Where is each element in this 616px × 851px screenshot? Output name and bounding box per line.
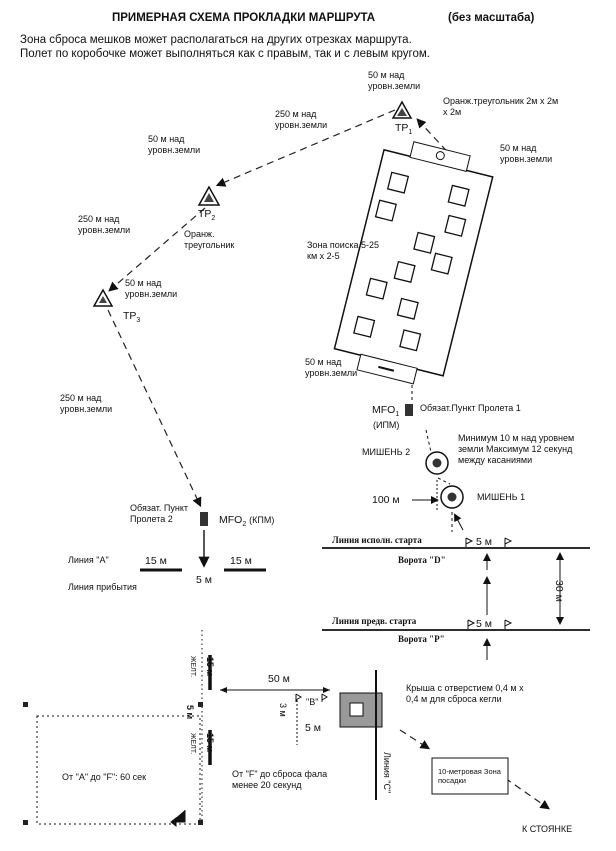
box-pattern [36,715,201,825]
gate-b-label: "B" [306,697,319,707]
line-a-right: 15 м [230,555,252,567]
mfo1-label: MFO1 [372,404,400,419]
leg-1-alt: 250 м над уровн.земли [275,109,328,130]
tp1-triangle-icon [391,100,413,119]
search-zone-label: Зона поиска 5-25 км х 2-5 [307,240,379,261]
line-c-label: Линия "С" [382,752,392,794]
scale-note: (без масштаба) [448,12,535,24]
search-zone-polygon [333,141,494,385]
page-title: ПРИМЕРНАЯ СХЕМА ПРОКЛАДКИ МАРШРУТА [112,12,376,24]
leg-zone-tp1 [416,118,456,161]
intro-line-2: Полет по коробочке может выполняться как… [20,48,430,60]
intro-line-1: Зона сброса мешков может располагаться н… [20,34,412,46]
tp3-alt: 50 м над уровн.земли [125,278,178,299]
yellow-marker-a: ЖЕЛТ. [189,656,196,678]
target2-label: МИШЕНЬ 2 [362,447,411,457]
time-f: От "F" до сброса фала менее 20 секунд [232,769,328,790]
dist-50: 50 м [268,673,290,685]
line-a-left: 15 м [145,555,167,567]
gate-p-label: Ворота "P" [398,634,445,644]
targets-distance: 100 м [372,494,400,506]
gate-p-gap: 5 м [476,618,492,630]
target2-icon [425,451,449,475]
roof-label: Крыша с отверстием 0,4 м х 0,4 м для сбр… [406,683,524,704]
pre-start-label: Линия предв. старта [332,616,417,626]
tp2-triangle-icon [197,185,221,206]
tp2-alt: 50 м над уровн.земли [148,134,201,155]
gate-d-gap: 5 м [476,536,492,548]
tp1-alt: 50 м над уровн.земли [368,70,421,91]
exec-start-label: Линия исполн. старта [332,535,422,545]
zone-alt-top: 50 м над уровн.земли [500,143,553,164]
landing-zone-10m [431,757,509,795]
leg-3-alt: 250 м над уровн.земли [60,393,113,414]
yellow-marker-b: ЖЕЛТ. [189,733,196,755]
mfo1-marker [405,404,413,416]
tp2-desc: Оранж. треугольник [184,229,235,250]
seg1: 15 м [205,657,215,677]
leg-c-zone10 [399,729,431,750]
zone-alt-bottom: 50 м над уровн.земли [305,357,358,378]
mfo1-desc: Обязат.Пункт Пролета 1 [420,403,521,413]
mfo1-paren: (ИПМ) [373,420,400,430]
arrival-line-label: Линия прибытия [68,582,137,592]
dim-5: 5 м [305,722,321,734]
leg-zone10-parking [504,777,550,810]
target1-icon [440,485,464,509]
mfo2-desc: Обязат. Пункт Пролета 2 [130,503,188,524]
leg-2-alt: 250 м над уровн.земли [78,214,131,235]
mfo2-label: MFO2 (КПМ) [219,514,275,529]
leg-tp2-tp3 [108,207,206,292]
tp1-label: TP1 [395,122,413,137]
seg-gap: 5 м [185,705,195,720]
start-distance: 30 м [553,580,565,602]
tp1-desc: Оранж.треугольник 2м х 2м х 2м [443,96,559,117]
time-a-f: От "А" до "F": 60 сек [62,772,147,782]
leg-tp1-tp2 [215,109,396,187]
target1-label: МИШЕНЬ 1 [477,492,526,502]
targets-note: Минимум 10 м над уровнем земли Максимум … [458,433,575,465]
gate-d-label: Ворота "D" [398,555,446,565]
tp3-label: TP3 [123,310,141,325]
tp3-triangle-icon [92,288,114,307]
seg2: 15 м [205,733,215,753]
tp2-label: TP2 [198,208,216,223]
mfo2-marker [200,512,208,526]
zone10-label: 10-метровая Зона посадки [438,767,501,785]
line-a-gap: 5 м [196,574,212,586]
parking-label: К СТОЯНКЕ [522,824,573,834]
line-a-label: Линия "А" [68,555,109,565]
dim-3: 3 м [278,703,288,717]
